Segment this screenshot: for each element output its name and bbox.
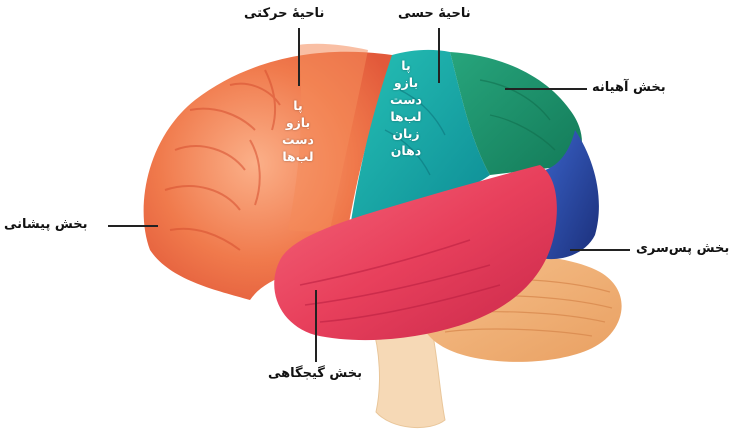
temporal-lobe-label: بخش گیجگاهی	[268, 366, 362, 381]
sensory-list-item: زبان	[378, 125, 434, 142]
parietal-leader-line	[505, 88, 587, 90]
motor-list-item: دست	[272, 131, 324, 148]
sensory-list-item: لب‌ها	[378, 108, 434, 125]
sensory-leader-line	[438, 28, 440, 83]
sensory-list-item: دهان	[378, 142, 434, 159]
motor-leader-line	[298, 28, 300, 86]
motor-list-item: پا	[272, 97, 324, 114]
occipital-lobe-label: بخش پس‌سری	[636, 241, 729, 256]
occipital-leader-line	[570, 249, 630, 251]
sensory-list-item: بازو	[378, 74, 434, 91]
frontal-lobe-label: بخش پیشانی	[4, 217, 87, 232]
motor-list-item: بازو	[272, 114, 324, 131]
temporal-leader-line	[315, 290, 317, 362]
sensory-area-label: ناحیهٔ حسی	[398, 6, 471, 21]
motor-list-item: لب‌ها	[272, 148, 324, 165]
sensory-body-parts-list: پا بازو دست لب‌ها زبان دهان	[378, 57, 434, 159]
motor-area-label: ناحیهٔ حرکتی	[244, 6, 324, 21]
motor-body-parts-list: پا بازو دست لب‌ها	[272, 97, 324, 165]
frontal-leader-line	[108, 225, 158, 227]
sensory-list-item: دست	[378, 91, 434, 108]
parietal-lobe-label: بخش آهیانه	[592, 80, 666, 95]
sensory-list-item: پا	[378, 57, 434, 74]
